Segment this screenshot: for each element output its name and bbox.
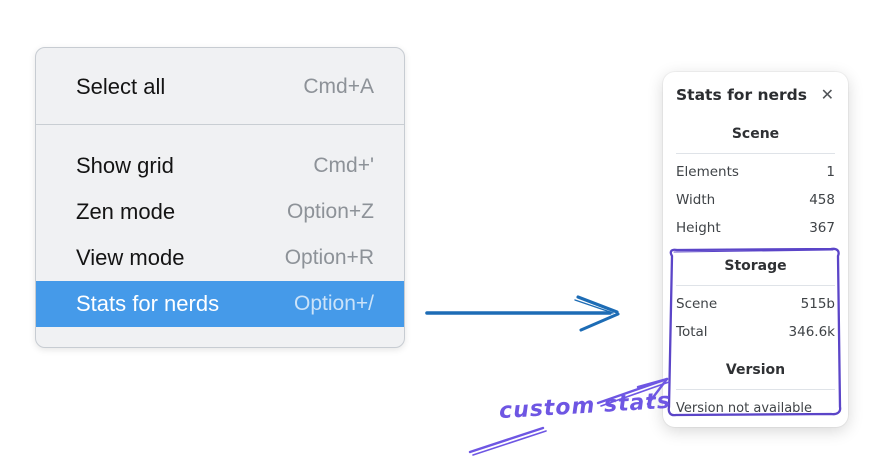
context-menu: Select all Cmd+A Show grid Cmd+' Zen mod… <box>35 47 405 348</box>
section-divider <box>676 153 835 154</box>
menu-item-shortcut: Cmd+' <box>313 154 374 177</box>
stat-row: Total 346.6k <box>676 322 835 342</box>
menu-item-label: Select all <box>76 74 166 99</box>
section-heading: Version <box>725 362 786 378</box>
close-icon: ✕ <box>820 85 834 104</box>
stat-label: Scene <box>676 296 718 312</box>
stat-value: 515b <box>800 296 835 312</box>
stats-panel-title: Stats for nerds <box>676 86 808 104</box>
stat-label: Total <box>676 324 708 340</box>
stat-row: Height 367 <box>676 218 835 238</box>
stat-value: 1 <box>826 164 835 180</box>
annotation-arrow <box>596 377 670 407</box>
menu-item-show-grid[interactable]: Show grid Cmd+' <box>36 143 404 189</box>
stat-row: Width 458 <box>676 190 835 210</box>
close-button[interactable]: ✕ <box>820 87 835 103</box>
section-heading: Scene <box>731 126 780 142</box>
stat-row: Scene 515b <box>676 294 835 314</box>
menu-item-shortcut: Option+/ <box>294 292 374 315</box>
stat-row: Elements 1 <box>676 162 835 182</box>
stats-section-version: Version Version not available <box>676 362 835 418</box>
menu-item-zen-mode[interactable]: Zen mode Option+Z <box>36 189 404 235</box>
menu-item-label: Zen mode <box>76 199 176 224</box>
menu-item-label: View mode <box>76 245 185 270</box>
stat-value: 346.6k <box>788 324 835 340</box>
menu-divider <box>36 124 404 125</box>
pointer-arrow <box>425 295 620 332</box>
stat-label: Width <box>676 192 716 208</box>
stat-value: 458 <box>809 192 835 208</box>
annotation-arrow-tail <box>468 426 547 456</box>
menu-item-select-all[interactable]: Select all Cmd+A <box>36 64 404 110</box>
stats-section-scene: Scene Elements 1 Width 458 Height 367 <box>676 126 835 238</box>
section-heading: Storage <box>724 258 787 274</box>
section-divider <box>676 285 835 286</box>
menu-item-shortcut: Option+Z <box>287 200 374 223</box>
menu-item-shortcut: Option+R <box>284 246 374 269</box>
section-divider <box>676 389 835 390</box>
menu-item-shortcut: Cmd+A <box>303 75 374 98</box>
menu-item-label: Show grid <box>76 153 174 178</box>
stat-value: 367 <box>809 220 835 236</box>
stats-panel-header: Stats for nerds ✕ <box>676 84 835 106</box>
stats-section-storage: Storage Scene 515b Total 346.6k <box>676 258 835 342</box>
menu-item-label: Stats for nerds <box>76 291 220 316</box>
stat-label: Height <box>676 220 721 236</box>
menu-item-view-mode[interactable]: View mode Option+R <box>36 235 404 281</box>
highlight-box <box>667 247 842 417</box>
menu-item-stats-for-nerds[interactable]: Stats for nerds Option+/ <box>36 281 404 327</box>
stat-label: Elements <box>676 164 739 180</box>
version-note: Version not available <box>676 400 813 416</box>
